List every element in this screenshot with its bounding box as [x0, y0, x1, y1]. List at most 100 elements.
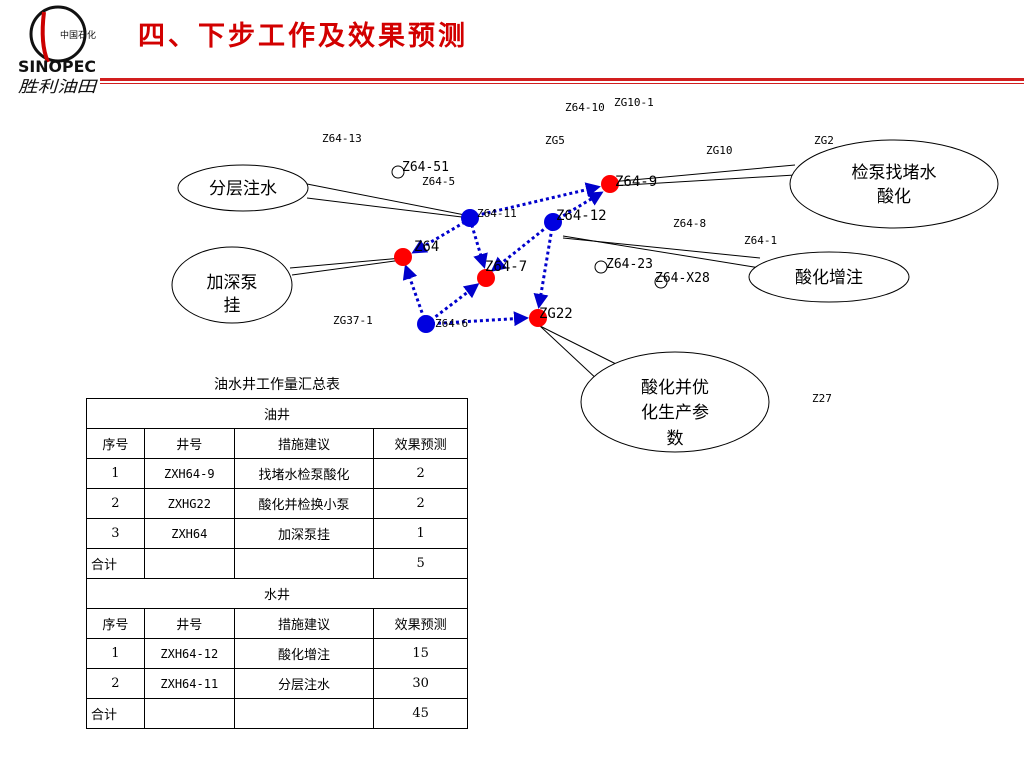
header-divider-thin — [100, 83, 1024, 84]
callout-pointer — [609, 174, 796, 187]
total-row-water: 合计 45 — [86, 698, 468, 729]
well-label-z64-8: Z64-8 — [673, 217, 706, 230]
well-label-z64-5: Z64-5 — [422, 175, 455, 188]
water-well-marker-z64-11 — [461, 209, 479, 227]
table-cell: 3 — [86, 518, 145, 549]
oil-well-marker-z64-9 — [601, 175, 619, 193]
callout-pump-water-acid-line2: 酸化 — [877, 187, 911, 207]
well-label-zg2: ZG2 — [814, 134, 834, 147]
table-cell: 加深泵挂 — [233, 518, 375, 549]
section-title-oil: 油井 — [86, 398, 468, 429]
water-well-marker-z64-6 — [417, 315, 435, 333]
header-row: 序号 井号 措施建议 效果预测 — [86, 428, 468, 459]
well-label-z64-x28: Z64-X28 — [655, 271, 710, 286]
callout-pump-water-acid-line1: 检泵找堵水 — [852, 163, 937, 183]
callout-pointer — [562, 237, 761, 259]
callout-deepen-pump — [171, 246, 293, 324]
well-label-zg37-1: ZG37-1 — [333, 314, 373, 327]
callout-deepen-pump-line2: 挂 — [224, 296, 241, 316]
well-label-z64-13: Z64-13 — [322, 132, 362, 145]
callout-pointer — [306, 183, 471, 217]
flow-arrow — [469, 182, 601, 219]
table-cell — [233, 548, 375, 579]
oil-well-marker-z64 — [394, 248, 412, 266]
callout-pointer — [291, 259, 403, 276]
total-row-oil: 合计 5 — [86, 548, 468, 579]
table-row: 2 ZXHG22 酸化并检换小泵 2 — [86, 488, 468, 519]
well-marker-z64-23 — [594, 260, 608, 274]
flow-arrow — [490, 220, 554, 272]
callout-deepen-pump-line1: 加深泵 — [207, 273, 258, 293]
oil-well-marker-z64-7 — [477, 269, 495, 287]
water-well-marker-z64-12 — [544, 213, 562, 231]
table-row: 1 ZXH64-9 找堵水检泵酸化 2 — [86, 458, 468, 489]
table-cell: 15 — [373, 638, 468, 669]
table-cell: 1 — [373, 518, 468, 549]
well-label-z64-1: Z64-1 — [744, 234, 777, 247]
callout-acid-optimize-line3: 数 — [667, 429, 684, 449]
well-label-z64-12: Z64-12 — [556, 208, 607, 224]
table-cell: ZXH64-12 — [143, 638, 235, 669]
callout-pointer — [306, 197, 471, 219]
table-row: 2 ZXH64-11 分层注水 30 — [86, 668, 468, 699]
table-cell: ZXH64-11 — [143, 668, 235, 699]
section-row-oil: 油井 — [86, 398, 468, 429]
table-cell: 5 — [373, 548, 468, 579]
well-label-z64-6: Z64-6 — [435, 317, 468, 330]
logo-unit: 胜利油田 — [18, 77, 98, 96]
table-cell: 2 — [373, 458, 468, 489]
callout-acid-injection-text: 酸化增注 — [795, 268, 863, 288]
column-header: 序号 — [86, 428, 145, 459]
callout-pump-water-acid — [789, 139, 999, 229]
table-cell: ZXH64-9 — [143, 458, 235, 489]
well-label-z64-9: Z64-9 — [615, 174, 657, 190]
well-label-z27: Z27 — [812, 392, 832, 405]
table-cell: 30 — [373, 668, 468, 699]
callout-pointer — [539, 325, 601, 383]
section-title-water: 水井 — [86, 578, 468, 609]
logo-brand-en: SINOPEC — [18, 57, 96, 76]
well-label-z64-23: Z64-23 — [606, 257, 653, 272]
column-header: 措施建议 — [233, 608, 375, 639]
column-header: 序号 — [86, 608, 145, 639]
column-header: 井号 — [143, 428, 235, 459]
table-cell: ZXH64 — [143, 518, 235, 549]
table-cell: 酸化增注 — [233, 638, 375, 669]
well-label-z64-7: Z64-7 — [485, 259, 527, 275]
well-label-zg10: ZG10 — [706, 144, 733, 157]
oil-well-marker-zg22 — [529, 309, 547, 327]
header-row: 序号 井号 措施建议 效果预测 — [86, 608, 468, 639]
column-header: 措施建议 — [233, 428, 375, 459]
callout-layered-injection — [177, 164, 309, 212]
column-header: 效果预测 — [373, 428, 468, 459]
flow-arrow — [402, 264, 428, 325]
flow-arrow — [425, 311, 529, 327]
section-row-water: 水井 — [86, 578, 468, 609]
table-cell — [233, 698, 375, 729]
table-cell: 1 — [86, 458, 145, 489]
table-row: 3 ZXH64 加深泵挂 1 — [86, 518, 468, 549]
sinopec-logo: 中国石化 SINOPEC 胜利油田 — [18, 5, 98, 96]
header-divider — [100, 78, 1024, 81]
well-label-zg5: ZG5 — [545, 134, 565, 147]
table-cell: 酸化并检换小泵 — [233, 488, 375, 519]
well-marker-z64-51 — [391, 165, 405, 179]
flow-arrow — [425, 283, 480, 326]
table-cell: 2 — [86, 488, 145, 519]
callout-pointer — [289, 257, 403, 269]
table-cell — [143, 698, 235, 729]
table-cell: 合计 — [86, 548, 145, 579]
table-cell: 分层注水 — [233, 668, 375, 699]
callout-acid-injection — [748, 251, 910, 303]
table-cell: ZXHG22 — [143, 488, 235, 519]
callout-layered-injection-text: 分层注水 — [209, 179, 277, 199]
well-label-z64-51: Z64-51 — [402, 160, 449, 175]
table-cell: 45 — [373, 698, 468, 729]
callout-acid-optimize-line1: 酸化并优 — [641, 378, 709, 398]
table-cell: 合计 — [86, 698, 145, 729]
well-label-z64-10: Z64-10 — [565, 101, 605, 114]
well-label-zg10-1: ZG10-1 — [614, 96, 654, 109]
flow-arrow — [468, 218, 488, 269]
column-header: 井号 — [143, 608, 235, 639]
table-cell — [143, 548, 235, 579]
